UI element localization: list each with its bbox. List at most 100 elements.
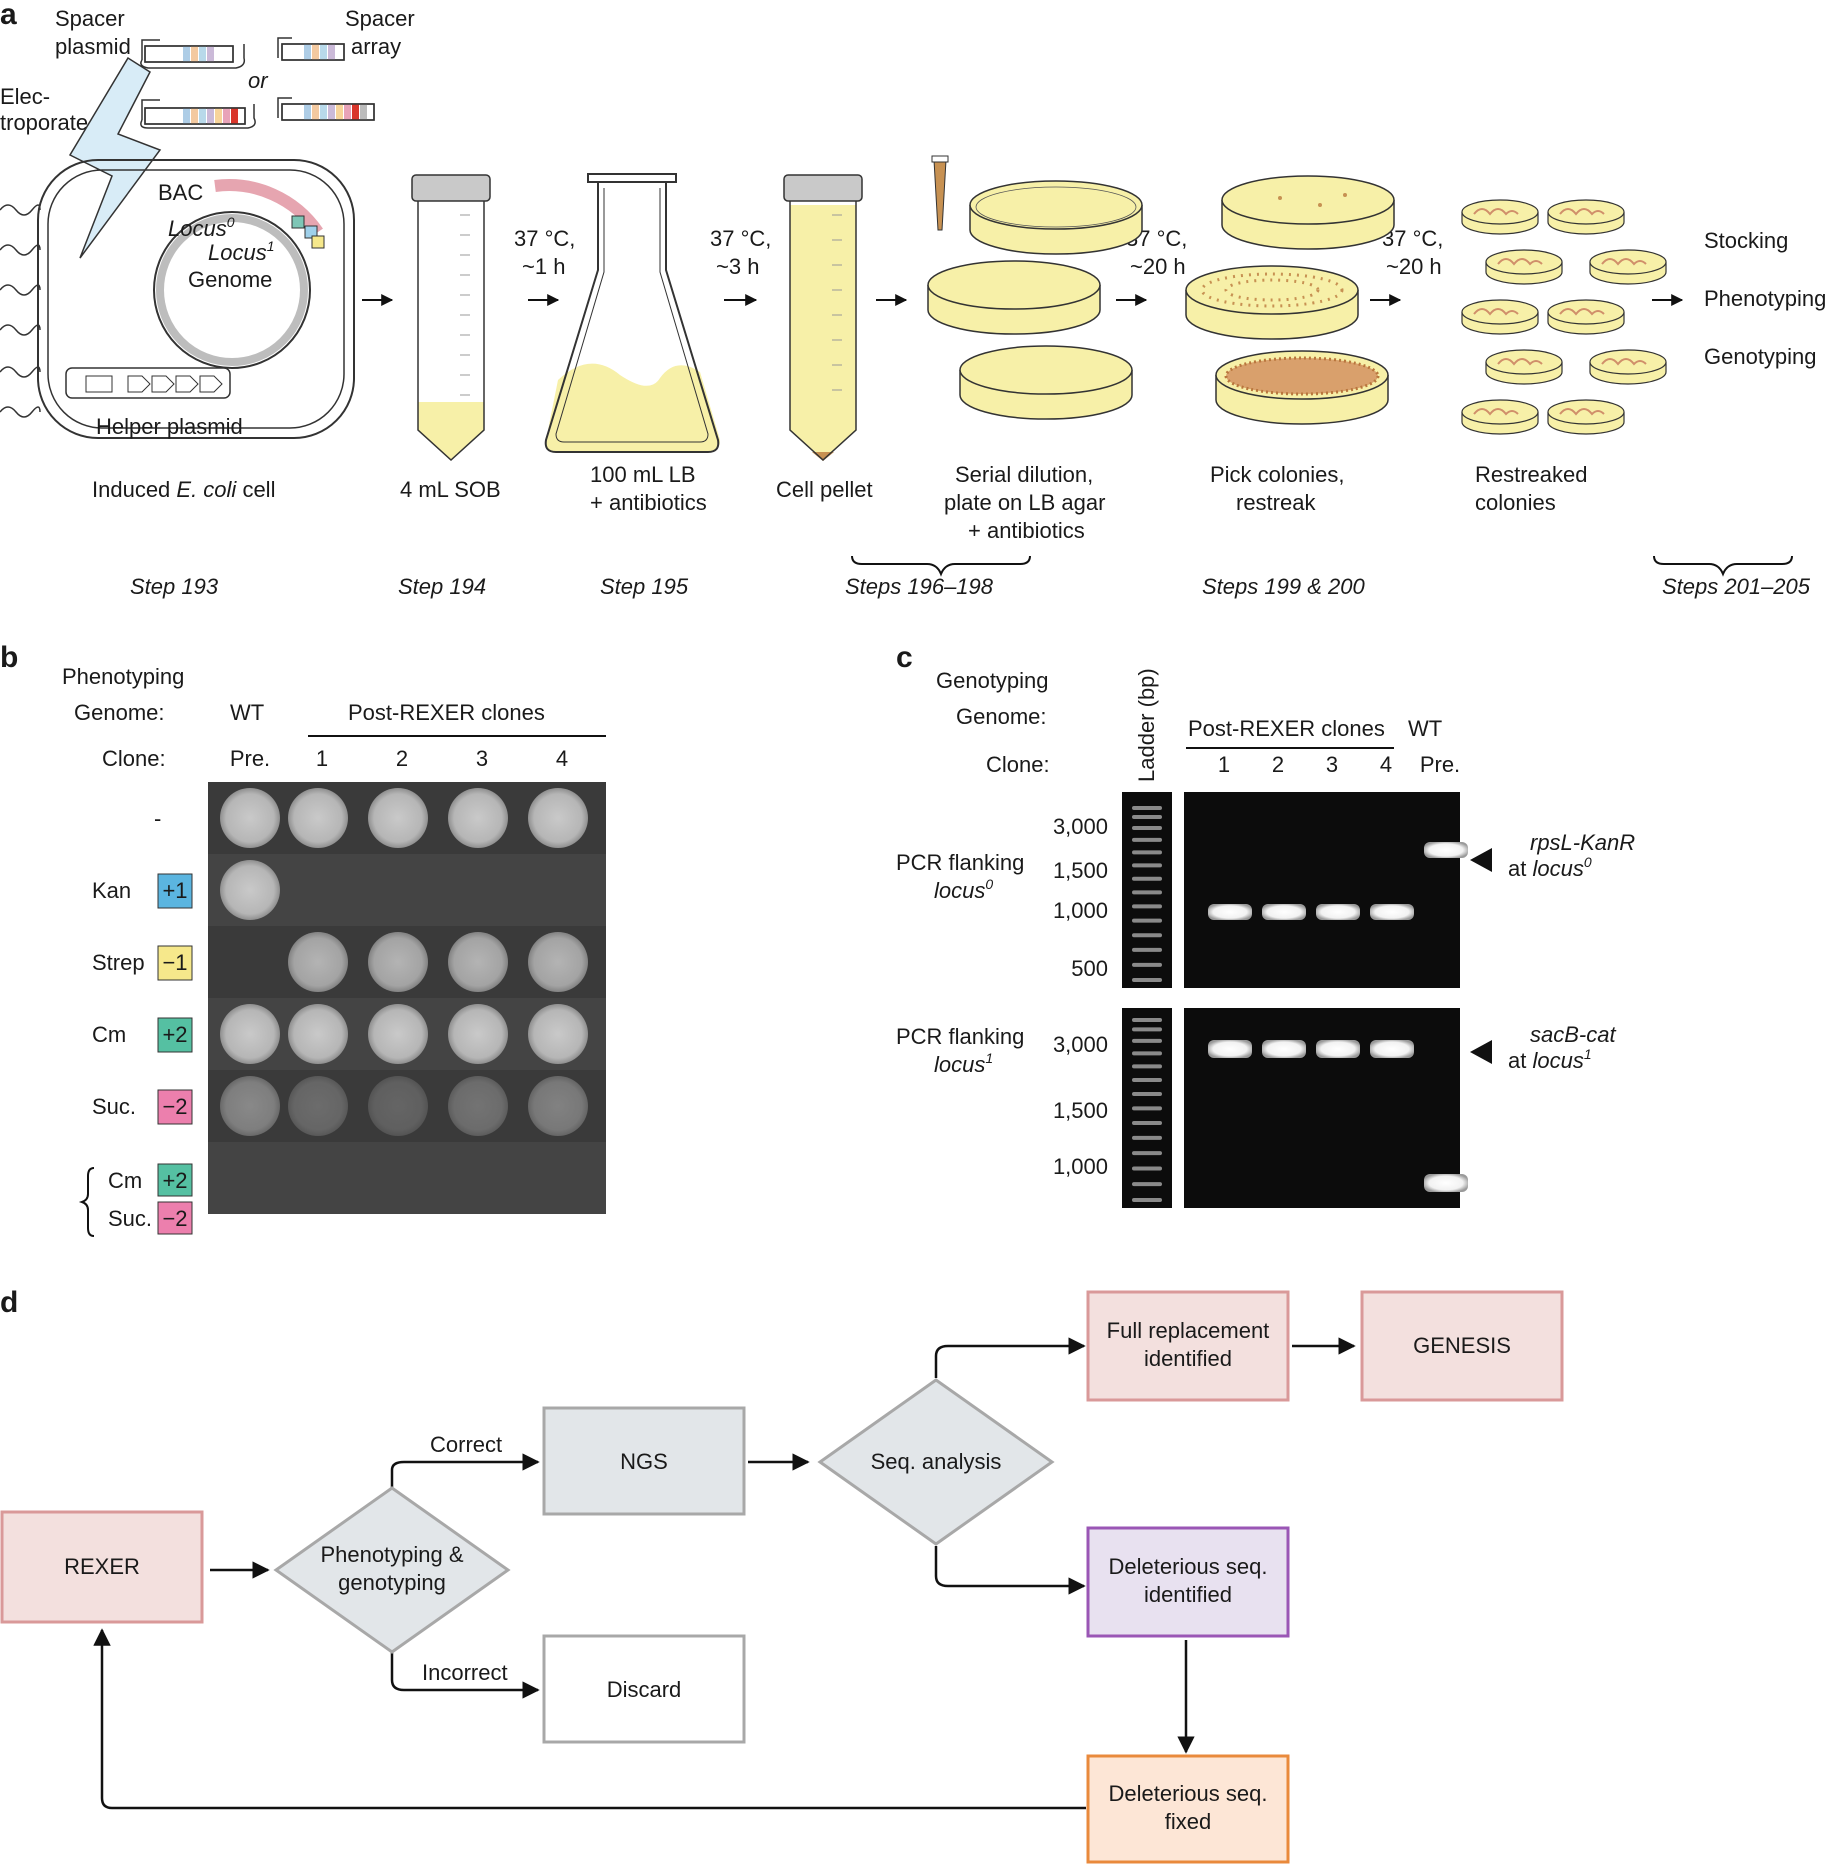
step-194: Step 194 [398,574,486,599]
ladder-band [1132,1091,1162,1096]
discard-box[interactable]: Discard [542,1634,746,1744]
steps-199-200: Steps 199 & 200 [1202,574,1365,599]
restreak-plate [1547,399,1625,435]
restreak-plate [1485,349,1563,385]
growth-spot [288,1076,348,1136]
pick-caption-2: restreak [1236,490,1316,515]
gel1-bands [1208,842,1468,920]
genome-row-label-c: Genome: [956,704,1047,729]
post-rexer-label-c: Post-REXER clones [1188,716,1385,741]
restreak-plate [1547,199,1625,235]
electroporate-label-2: troporate [0,110,88,135]
plate-middle [927,260,1101,335]
ladder-band [1132,978,1162,982]
gel1-ladder-bands [1132,806,1162,982]
gel2-row-label-1: PCR flanking [896,1024,1024,1049]
gel-band [1424,842,1468,858]
selection-badge [157,873,193,909]
gel-band [1262,904,1306,920]
locus0-label: Locus0 [168,214,235,241]
incubation-1-time: ~1 h [522,254,565,279]
panel-a-label: a [0,0,17,31]
outcome-genotyping: Genotyping [1704,344,1817,369]
gel-tick-label: 3,000 [1053,1032,1108,1057]
gel2-arrowhead-icon [1470,1040,1492,1064]
full-replacement-label-2: identified [1144,1346,1232,1371]
ladder-band [1132,1166,1162,1171]
gel-lane-label: 4 [1380,752,1392,777]
gel-band [1424,1174,1468,1192]
gel-lane-label: 2 [1272,752,1284,777]
gel1-row-label-1: PCR flanking [896,850,1024,875]
gel-tick-label: 1,500 [1053,858,1108,883]
deleterious-identified-box[interactable]: Deleterious seq. identified [1086,1526,1290,1638]
restreak-plate [1461,299,1539,335]
steps-201-205: Steps 201–205 [1662,574,1811,599]
rexer-box[interactable]: REXER [0,1510,204,1624]
or-label: or [248,68,269,93]
gel2-annotation-1: sacB-cat [1530,1022,1616,1047]
outcome-stocking: Stocking [1704,228,1788,253]
full-replacement-box[interactable]: Full replacement identified [1086,1290,1290,1402]
clone-row-label: Clone: [102,746,166,771]
deleterious-fixed-box[interactable]: Deleterious seq. fixed [1086,1754,1290,1864]
deleterious-fixed-label-1: Deleterious seq. [1109,1781,1268,1806]
gel2-annotation-2: at locus1 [1508,1046,1592,1073]
gel1-arrowhead-icon [1470,848,1492,872]
plate-top [969,180,1143,255]
clone-label: 1 [316,746,328,771]
gel-band [1316,904,1360,920]
gel1-ladder [1122,792,1172,988]
lb-caption-2: + antibiotics [590,490,707,515]
antibiotic-label: - [154,806,161,831]
restreak-plate [1461,199,1539,235]
gel-band [1262,1040,1306,1058]
ladder-band [1132,876,1162,881]
colony-plates-icon [1185,175,1395,425]
plate-bottom [959,345,1133,420]
gel2-bands [1208,1040,1468,1192]
ngs-label: NGS [620,1449,668,1474]
ladder-band [1132,1182,1162,1187]
restreaked-plates-icon [1461,199,1667,435]
gel-tick-label: 500 [1071,956,1108,981]
gel2-row-label-2: locus1 [934,1050,993,1077]
pellet-tube-icon [783,174,863,462]
spacer-plasmid-label-2: plasmid [55,34,131,59]
ladder-band [1132,850,1162,855]
flow-arrows [93,1337,1356,1810]
gel-band [1208,904,1252,920]
incubation-4-time: ~20 h [1386,254,1442,279]
bac-label: BAC [158,180,203,205]
step-193: Step 193 [130,574,219,599]
ladder-band [1132,947,1162,952]
lb-flask-icon [544,173,720,453]
gel1-annotation-1: rpsL-KanR [1530,830,1635,855]
selection-badge [157,1089,193,1125]
genesis-box[interactable]: GENESIS [1360,1290,1564,1402]
pheno-geno-diamond[interactable]: Phenotyping & genotyping [273,1486,511,1654]
sob-caption: 4 mL SOB [400,477,501,502]
ladder-band [1132,863,1162,868]
ladder-band [1132,890,1162,895]
gel-tick-label: 1,500 [1053,1098,1108,1123]
pick-caption-1: Pick colonies, [1210,462,1345,487]
ladder-band [1132,1120,1162,1125]
serial-dilution-plates-icon [927,155,1143,420]
post-rexer-label: Post-REXER clones [348,700,545,725]
combo-selection-badge [157,1201,193,1235]
seq-analysis-diamond[interactable]: Seq. analysis [817,1378,1055,1546]
serial-caption-2: plate on LB agar [944,490,1105,515]
pellet-caption: Cell pellet [776,477,873,502]
deleterious-identified-label-1: Deleterious seq. [1109,1554,1268,1579]
gel-band [1370,1040,1414,1058]
selection-badge-label: −1 [162,950,187,975]
ngs-box[interactable]: NGS [542,1406,746,1516]
antibiotic-label: Kan [92,878,131,903]
pheno-geno-label-1: Phenotyping & [320,1542,463,1567]
lb-caption-1: 100 mL LB [590,462,696,487]
gel-lane-label: 3 [1326,752,1338,777]
